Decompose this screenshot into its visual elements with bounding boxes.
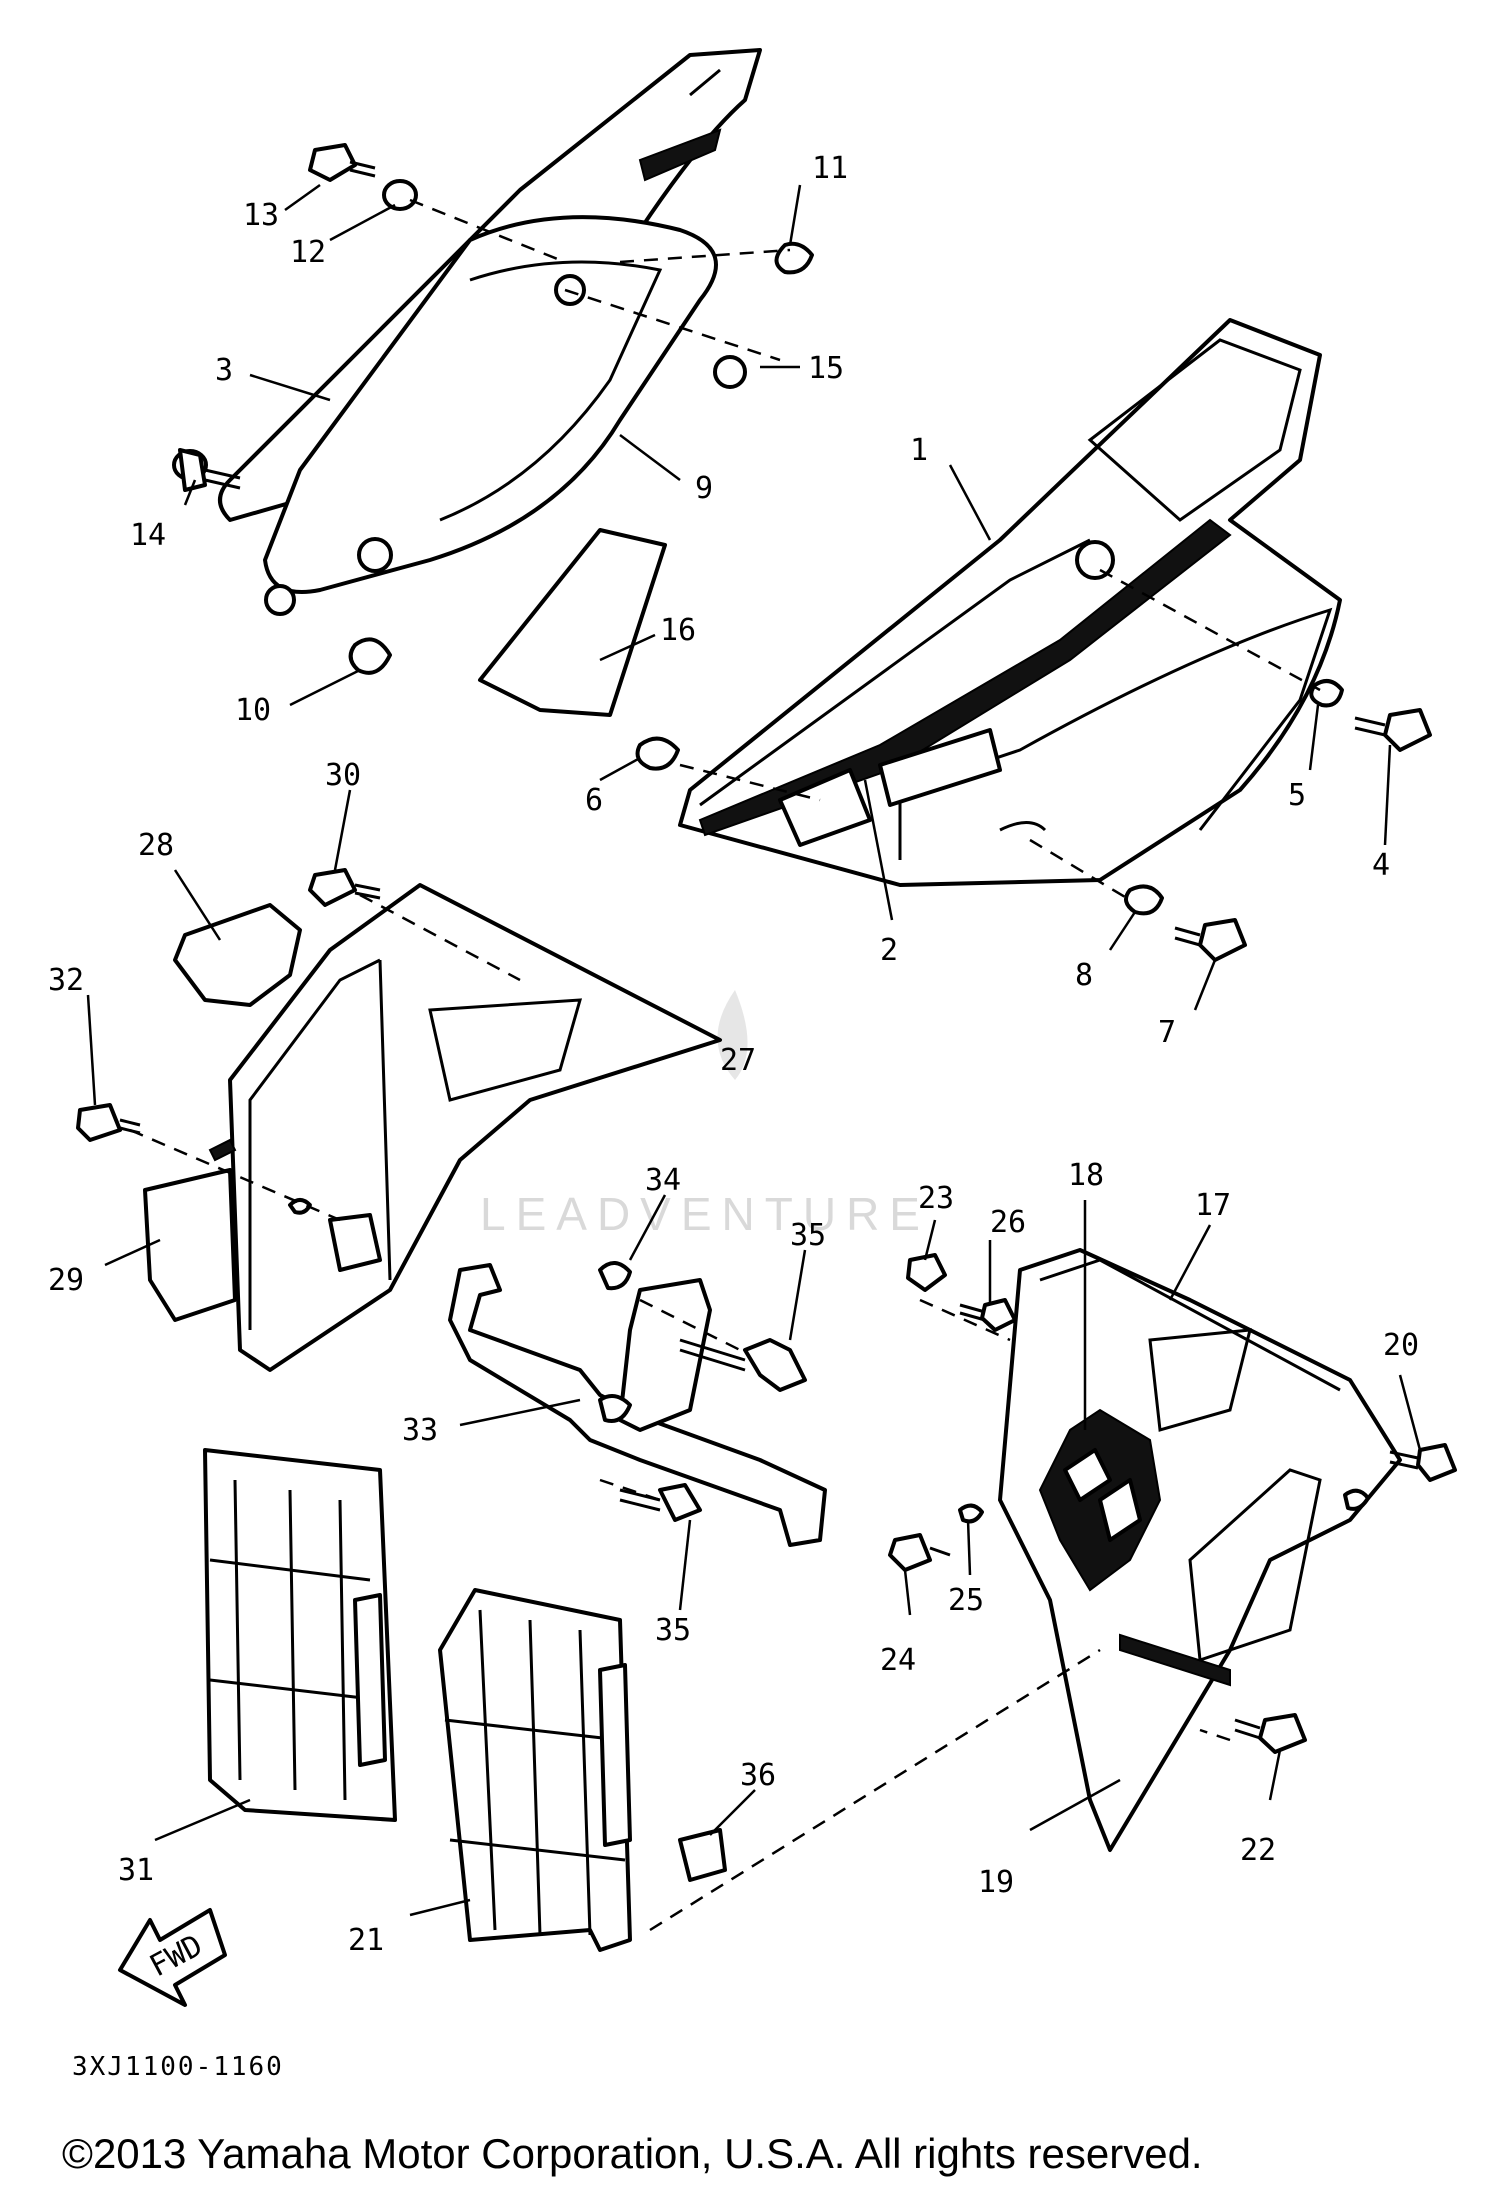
callout-33: 33 <box>402 1413 438 1448</box>
dashed-lines <box>129 198 1321 1932</box>
callout-9: 9 <box>695 471 713 506</box>
callout-25: 25 <box>948 1583 984 1618</box>
radiator-shroud-left <box>76 868 722 1372</box>
callout-8: 8 <box>1075 958 1093 993</box>
copyright-notice: ©2013 Yamaha Motor Corporation, U.S.A. A… <box>62 2130 1203 2177</box>
callout-29: 29 <box>48 1263 84 1298</box>
callouts: 1 2 3 4 5 6 7 8 9 10 11 12 13 14 15 16 1… <box>48 151 1419 1958</box>
radiator-guard-21 <box>438 1588 632 1952</box>
radiator-shroud-right <box>888 1248 1457 1852</box>
callout-26: 26 <box>990 1205 1026 1240</box>
callout-4: 4 <box>1372 848 1390 883</box>
decal-16 <box>478 528 667 717</box>
callout-28: 28 <box>138 828 174 863</box>
fwd-arrow: FWD <box>118 1908 227 2007</box>
callout-5: 5 <box>1288 778 1306 813</box>
clip-36 <box>678 1828 727 1882</box>
callout-11: 11 <box>812 151 848 186</box>
callout-32: 32 <box>48 963 84 998</box>
side-cover-left <box>218 48 762 616</box>
watermark: LEADVENTURE <box>480 990 930 1240</box>
callout-1: 1 <box>910 433 928 468</box>
callout-16: 16 <box>660 613 696 648</box>
callout-36: 36 <box>740 1758 776 1793</box>
decal-29 <box>143 1168 237 1322</box>
callout-2: 2 <box>880 933 898 968</box>
callout-35-lower: 35 <box>655 1613 691 1648</box>
radiator-guard-31 <box>203 1448 397 1822</box>
callout-15: 15 <box>808 351 844 386</box>
callout-3: 3 <box>215 353 233 388</box>
callout-30: 30 <box>325 758 361 793</box>
diagram-code: 3XJ1100-1160 <box>72 2052 284 2082</box>
callout-35-upper: 35 <box>790 1218 826 1253</box>
callout-10: 10 <box>235 693 271 728</box>
callout-31: 31 <box>118 1853 154 1888</box>
callout-24: 24 <box>880 1643 916 1678</box>
hardware-top-left <box>172 143 814 675</box>
callout-12: 12 <box>290 235 326 270</box>
callout-19: 19 <box>978 1865 1014 1900</box>
callout-17: 17 <box>1195 1188 1231 1223</box>
leader-lines <box>86 183 1422 1917</box>
callout-13: 13 <box>243 198 279 233</box>
callout-18: 18 <box>1068 1158 1104 1193</box>
callout-27: 27 <box>720 1043 756 1078</box>
callout-22: 22 <box>1240 1833 1276 1868</box>
callout-7: 7 <box>1158 1015 1176 1050</box>
callout-21: 21 <box>348 1923 384 1958</box>
bracket-33 <box>448 1261 827 1547</box>
side-cover-right <box>678 318 1342 887</box>
hardware-top-right <box>635 679 1432 962</box>
decal-28 <box>173 903 302 1007</box>
callout-34: 34 <box>645 1163 681 1198</box>
callout-6: 6 <box>585 783 603 818</box>
callout-23: 23 <box>918 1181 954 1216</box>
watermark-text: LEADVENTURE <box>480 1188 930 1240</box>
callout-20: 20 <box>1383 1328 1419 1363</box>
callout-14: 14 <box>130 518 166 553</box>
